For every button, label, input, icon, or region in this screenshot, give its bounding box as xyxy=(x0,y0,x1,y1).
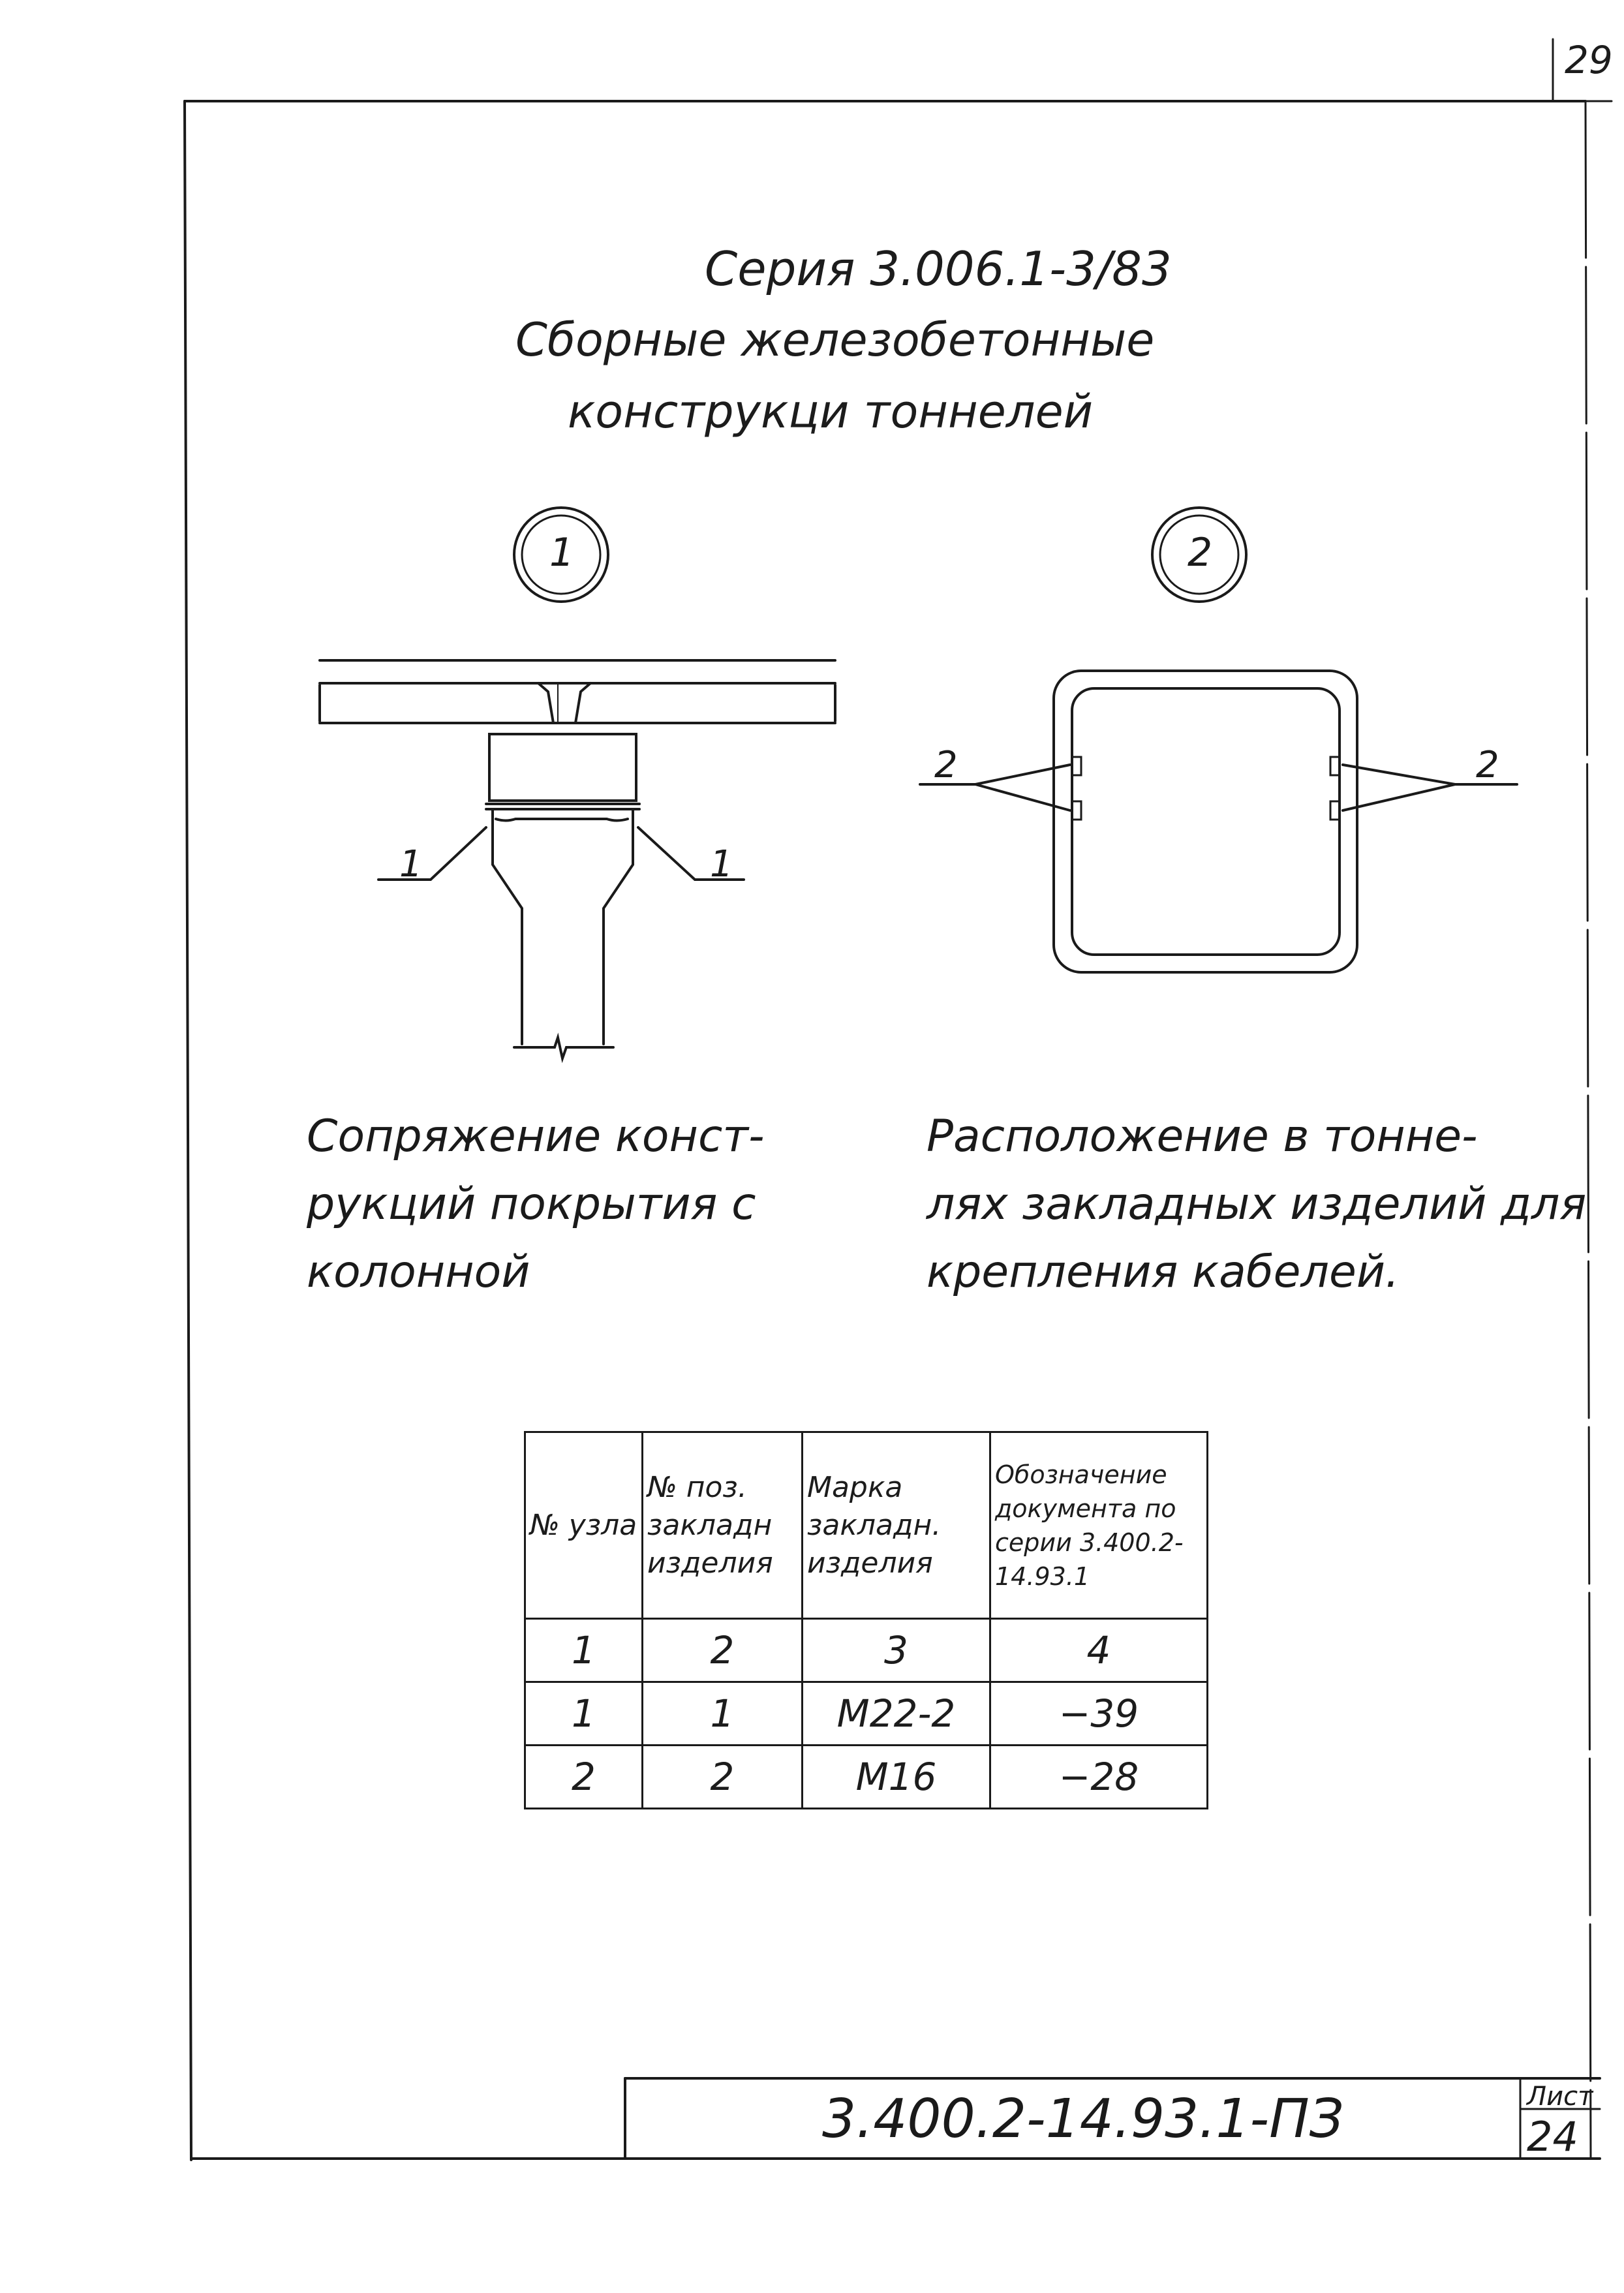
detail1-marker-number: 1 xyxy=(549,530,575,576)
table-row: 1 1 M22-2 −39 xyxy=(524,1681,1208,1746)
detail2-caption-line: крепления кабелей. xyxy=(927,1246,1400,1298)
detail1-callout-left: 1 xyxy=(399,843,423,885)
detail2-tunnel-drawing xyxy=(919,669,1518,974)
table-cell: 2 xyxy=(641,1744,803,1809)
table-cell: 3 xyxy=(801,1618,991,1683)
table-cell: −39 xyxy=(989,1681,1208,1746)
title-line-2: конструкци тоннелей xyxy=(568,385,1094,439)
table-cell: 2 xyxy=(524,1744,643,1809)
detail2-marker-number: 2 xyxy=(1187,530,1213,576)
detail2-caption-line: лях закладных изделий для xyxy=(927,1178,1587,1230)
table-cell: M22-2 xyxy=(801,1681,991,1746)
embedded-items-table: № узла № поз. закладн изделия Марка закл… xyxy=(524,1431,1208,1809)
detail1-callout-right: 1 xyxy=(710,843,733,885)
column-header-node: № узла xyxy=(524,1431,643,1620)
detail1-caption: Сопряжение конст- рукций покрытия с коло… xyxy=(307,1103,764,1306)
table-cell: 1 xyxy=(641,1681,803,1746)
column-header-mark: Марка закладн. изделия xyxy=(801,1431,991,1620)
sheet-number: 24 xyxy=(1527,2113,1578,2161)
corner-page-number: 29 xyxy=(1565,38,1613,82)
table-cell: 1 xyxy=(524,1618,643,1683)
detail1-caption-line: рукций покрытия с xyxy=(307,1178,756,1230)
table-cell: −28 xyxy=(989,1744,1208,1809)
table-cell: 2 xyxy=(641,1618,803,1683)
series-title: Серия 3.006.1-3/83 xyxy=(705,241,1172,296)
detail2-caption: Расположение в тонне- лях закладных изде… xyxy=(927,1103,1586,1306)
detail1-slab-column-drawing xyxy=(318,659,836,1064)
table-row: 1 2 3 4 xyxy=(524,1618,1208,1683)
table-cell: 4 xyxy=(989,1618,1208,1683)
detail1-caption-line: колонной xyxy=(307,1246,530,1298)
column-header-position: № поз. закладн изделия xyxy=(641,1431,803,1620)
sheet-label: Лист xyxy=(1527,2082,1593,2112)
document-code: 3.400.2-14.93.1-ПЗ xyxy=(822,2088,1344,2150)
table-cell: M16 xyxy=(801,1744,991,1809)
detail2-callout-right: 2 xyxy=(1476,744,1499,786)
detail2-caption-line: Расположение в тонне- xyxy=(927,1111,1478,1162)
table-cell: 1 xyxy=(524,1681,643,1746)
detail2-callout-left: 2 xyxy=(934,744,958,786)
table-row: 2 2 M16 −28 xyxy=(524,1744,1208,1809)
detail2-marker-circle xyxy=(1151,506,1248,603)
title-line-1: Сборные железобетонные xyxy=(515,313,1155,367)
table-header-row: № узла № поз. закладн изделия Марка закл… xyxy=(524,1431,1208,1620)
detail1-caption-line: Сопряжение конст- xyxy=(307,1111,765,1162)
column-header-document: Обозначение документа по серии 3.400.2-1… xyxy=(989,1431,1208,1620)
detail1-marker-circle xyxy=(513,506,609,603)
